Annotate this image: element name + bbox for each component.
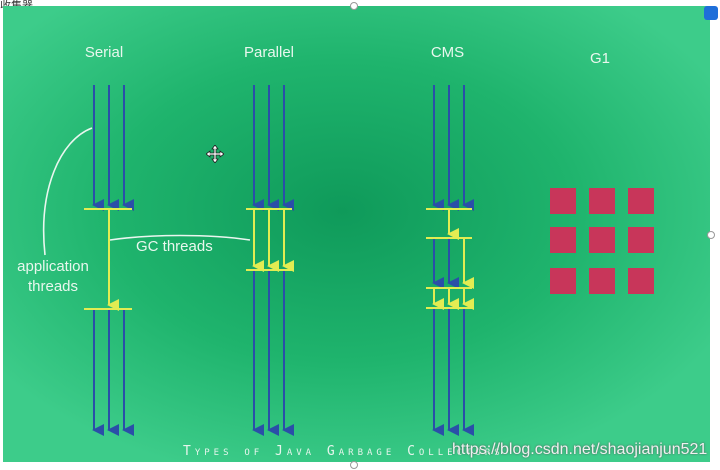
- column-label-cms: CMS: [430, 44, 465, 61]
- g1-region: [628, 268, 654, 294]
- g1-region: [628, 188, 654, 214]
- application-threads-label: application threads: [17, 258, 89, 295]
- g1-region: [550, 268, 576, 294]
- g1-regions: [550, 188, 654, 294]
- resize-handle-right[interactable]: [707, 231, 715, 239]
- application-threads-pointer: [42, 127, 93, 256]
- g1-region: [589, 188, 615, 214]
- resize-handle-bottom[interactable]: [350, 461, 358, 469]
- g1-region: [589, 268, 615, 294]
- cms-column: [426, 85, 474, 436]
- slide-title: Types of Java Garbage Collectors: [183, 444, 504, 459]
- watermark-url: https://blog.csdn.net/shaojianjun521: [452, 441, 708, 458]
- app-icon[interactable]: [704, 6, 718, 20]
- serial-column: [84, 85, 134, 436]
- g1-region: [589, 227, 615, 253]
- resize-handle-top[interactable]: [350, 2, 358, 10]
- gc-threads-pointer: [109, 234, 251, 241]
- g1-region: [550, 188, 576, 214]
- parallel-column: [246, 85, 294, 436]
- column-label-serial: Serial: [84, 44, 124, 61]
- move-cursor-icon: [206, 145, 224, 163]
- column-label-parallel: Parallel: [243, 44, 295, 61]
- g1-region: [628, 227, 654, 253]
- column-label-g1: G1: [589, 50, 610, 67]
- g1-region: [550, 227, 576, 253]
- gc-threads-label: GC threads: [136, 238, 213, 255]
